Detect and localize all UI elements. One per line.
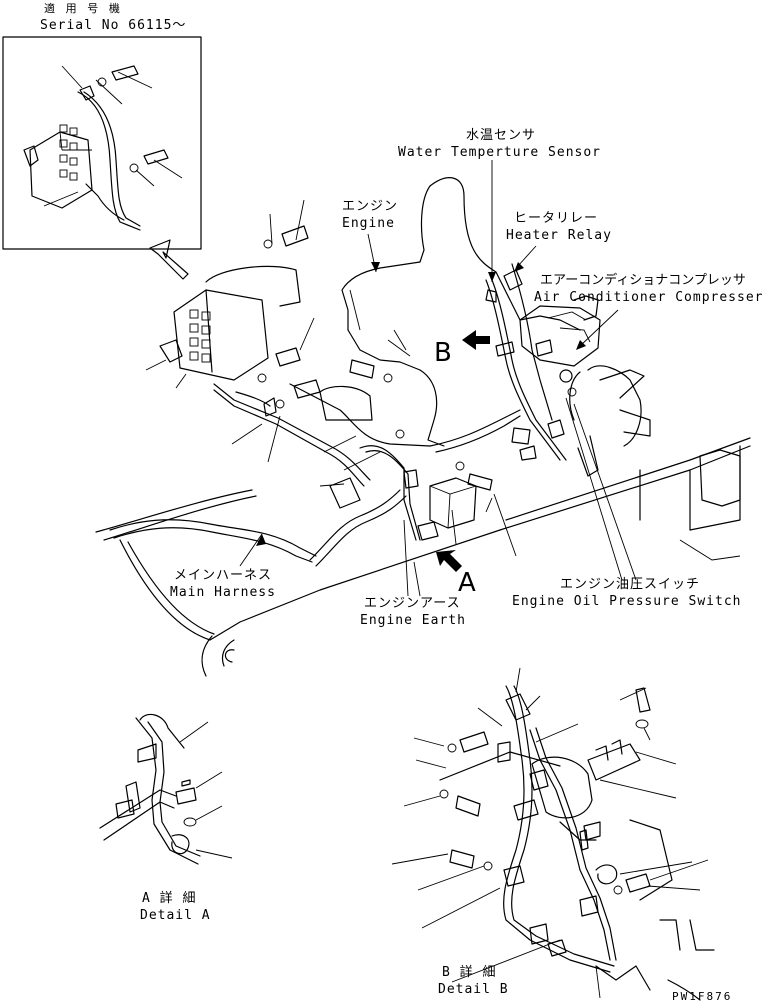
heater-relay-label-jp: ヒータリレー [514,211,599,226]
marker-a: A [458,568,476,598]
serial-label-jp: 適 用 号 機 [44,2,122,15]
main-harness-label-en: Main Harness [170,585,276,600]
detail-b-label-en: Detail B [438,982,509,997]
view-arrow-b [462,330,490,350]
engine-earth-label-en: Engine Earth [360,613,466,628]
detail-a-label-jp: A 詳 細 [142,891,197,906]
heater-relay-label-en: Heater Relay [506,228,612,243]
oil-pressure-switch-label-jp: エンジン油圧スイッチ [560,577,701,592]
detail-b-drawing [391,667,715,1001]
main-harness-label-jp: メインハーネス [174,568,273,583]
detail-a-drawing [99,713,233,865]
serial-inset-box [2,36,202,250]
ac-compressor-label-jp: エアーコンディショナコンプレッサ [540,273,746,288]
main-assembly [95,160,751,677]
engine-label-en: Engine [342,216,395,231]
water-temp-sensor-label-jp: 水温センサ [466,128,537,143]
ac-compressor-label-en: Air Conditioner Compresser [534,290,764,305]
water-temp-sensor-label-en: Water Temperture Sensor [398,145,602,160]
engine-earth-label-jp: エンジンアース [364,596,461,611]
view-arrow-a [436,550,462,572]
drawing-code: PW1F876 [672,990,733,1003]
engine-label-jp: エンジン [342,199,399,214]
oil-pressure-switch-label-en: Engine Oil Pressure Switch [512,594,742,609]
detail-a-label-en: Detail A [140,908,211,923]
serial-label-en: Serial No 66115～ [40,18,187,33]
view-arrow [149,239,189,280]
marker-b: B [434,338,452,368]
detail-b-label-jp: B 詳 細 [442,965,497,980]
